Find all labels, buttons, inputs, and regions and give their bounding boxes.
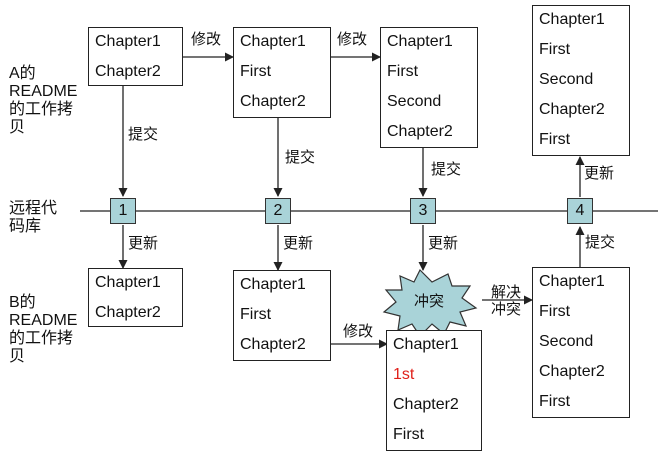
a-commit-label-2: 提交	[285, 149, 316, 166]
conflict-label: 冲突	[414, 293, 445, 310]
b-update-label-1: 更新	[128, 235, 159, 252]
b-box-2: Chapter1 First Chapter2	[233, 270, 331, 361]
a-box-2-line-3: Chapter2	[240, 93, 306, 110]
b-box-4: Chapter1 First Second Chapter2 First	[532, 267, 630, 418]
a-update-label-4: 更新	[584, 165, 615, 182]
remote-node-4: 4	[567, 198, 593, 224]
a-box-3: Chapter1 First Second Chapter2	[380, 27, 478, 148]
b-box-4-line-5: First	[539, 393, 571, 410]
b-box-2-line-2: First	[240, 306, 272, 323]
a-box-2-line-2: First	[240, 63, 272, 80]
remote-node-1: 1	[110, 198, 136, 224]
remote-node-3: 3	[410, 198, 436, 224]
remote-repo-label: 远程代 码库	[9, 200, 58, 235]
a-working-copy-label: A的 README 的工作拷 贝	[9, 65, 78, 136]
a-commit-label-1: 提交	[128, 126, 159, 143]
a-box-3-line-1: Chapter1	[387, 33, 453, 50]
b-box-3-line-3: Chapter2	[393, 396, 459, 413]
b-commit-label-4: 提交	[585, 234, 616, 251]
a-box-3-line-4: Chapter2	[387, 123, 453, 140]
b-box-4-line-2: First	[539, 303, 571, 320]
a-box-2: Chapter1 First Chapter2	[233, 27, 331, 118]
a-modify-label-2: 修改	[337, 31, 368, 48]
b-box-1: Chapter1 Chapter2	[88, 268, 183, 327]
b-update-label-2: 更新	[283, 235, 314, 252]
b-modify-label: 修改	[343, 323, 374, 340]
a-box-4-line-2: First	[539, 41, 571, 58]
b-working-copy-label: B的 README 的工作拷 贝	[9, 294, 78, 365]
a-box-4: Chapter1 First Second Chapter2 First	[532, 5, 630, 156]
b-box-3-line-4: First	[393, 426, 425, 443]
b-box-2-line-3: Chapter2	[240, 336, 306, 353]
b-update-label-3: 更新	[428, 235, 459, 252]
a-box-4-line-4: Chapter2	[539, 101, 605, 118]
conflict-burst	[382, 268, 478, 337]
b-box-1-line-2: Chapter2	[95, 304, 161, 321]
b-box-2-line-1: Chapter1	[240, 276, 306, 293]
b-box-1-line-1: Chapter1	[95, 274, 161, 291]
a-box-2-line-1: Chapter1	[240, 33, 306, 50]
b-box-3-line-1: Chapter1	[393, 336, 459, 353]
remote-node-2: 2	[265, 198, 291, 224]
a-commit-label-3: 提交	[431, 161, 462, 178]
a-modify-label-1: 修改	[191, 31, 222, 48]
a-box-1-line-1: Chapter1	[95, 33, 161, 50]
b-box-4-line-3: Second	[539, 333, 594, 350]
resolve-conflict-label: 解决 冲突	[490, 284, 521, 318]
b-box-3-line-2-highlight: 1st	[393, 366, 415, 383]
a-box-4-line-5: First	[539, 131, 571, 148]
a-box-3-line-2: First	[387, 63, 419, 80]
a-box-1-line-2: Chapter2	[95, 63, 161, 80]
a-box-3-line-3: Second	[387, 93, 442, 110]
b-box-3: Chapter1 1st Chapter2 First	[386, 330, 482, 451]
a-box-4-line-3: Second	[539, 71, 594, 88]
a-box-4-line-1: Chapter1	[539, 11, 605, 28]
a-box-1: Chapter1 Chapter2	[88, 27, 183, 86]
b-box-4-line-1: Chapter1	[539, 273, 605, 290]
b-box-4-line-4: Chapter2	[539, 363, 605, 380]
